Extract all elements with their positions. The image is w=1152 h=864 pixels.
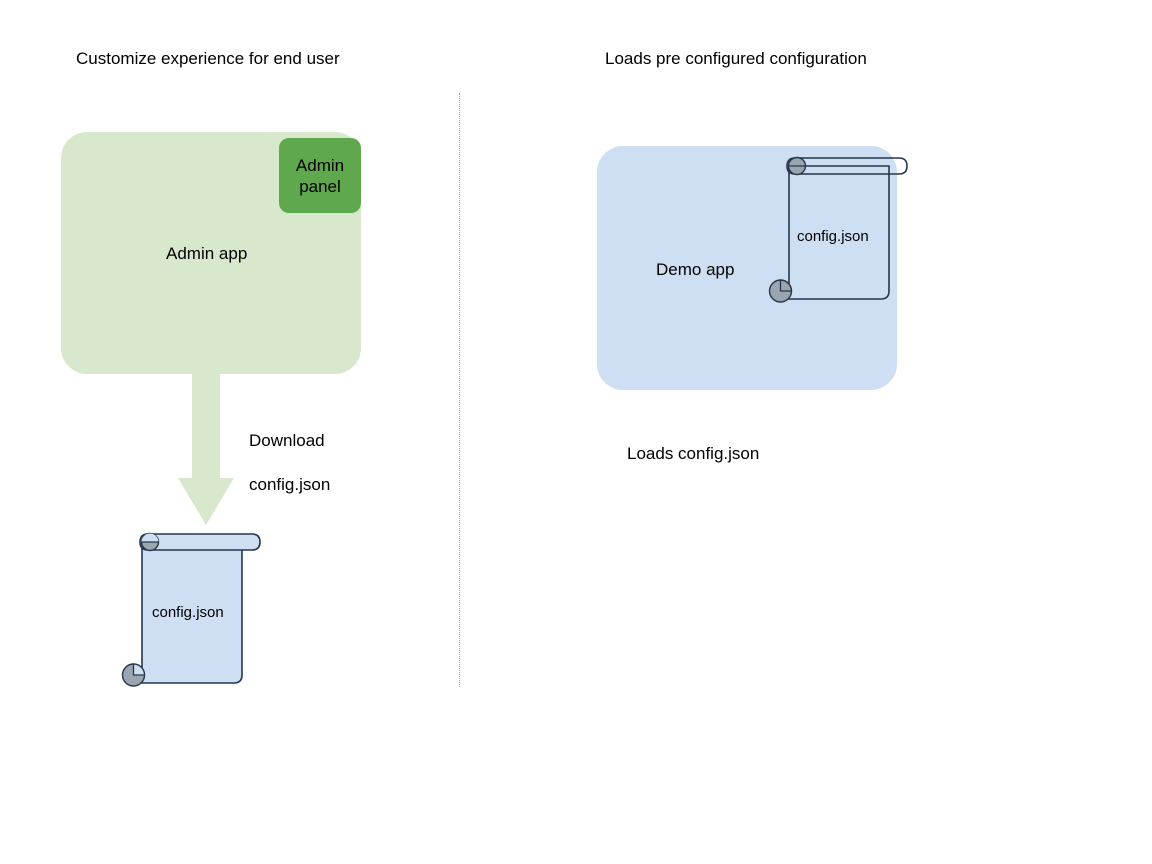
admin-panel-label-line1: Admin <box>295 155 345 175</box>
arrow-down-icon <box>178 374 234 525</box>
left-section-title: Customize experience for end user <box>76 49 340 68</box>
download-arrow-label: Download config.json <box>249 408 330 518</box>
right-section-title: Loads pre configured configuration <box>605 49 867 68</box>
download-arrow-label-line2: config.json <box>249 475 331 494</box>
config-json-label-left: config.json <box>152 604 224 621</box>
admin-app-label: Admin app <box>166 244 248 263</box>
demo-app-box[interactable] <box>597 146 897 390</box>
admin-panel-label-line2: panel <box>299 176 341 196</box>
demo-app-label: Demo app <box>656 260 735 279</box>
admin-panel-button[interactable]: Admin panel <box>279 138 361 213</box>
download-arrow-label-line1: Download <box>249 431 325 450</box>
config-json-document-right[interactable] <box>765 152 915 312</box>
section-divider <box>459 93 460 687</box>
config-json-document-left[interactable] <box>118 528 268 688</box>
loads-config-caption: Loads config.json <box>627 444 760 463</box>
config-json-label-right: config.json <box>797 228 869 245</box>
